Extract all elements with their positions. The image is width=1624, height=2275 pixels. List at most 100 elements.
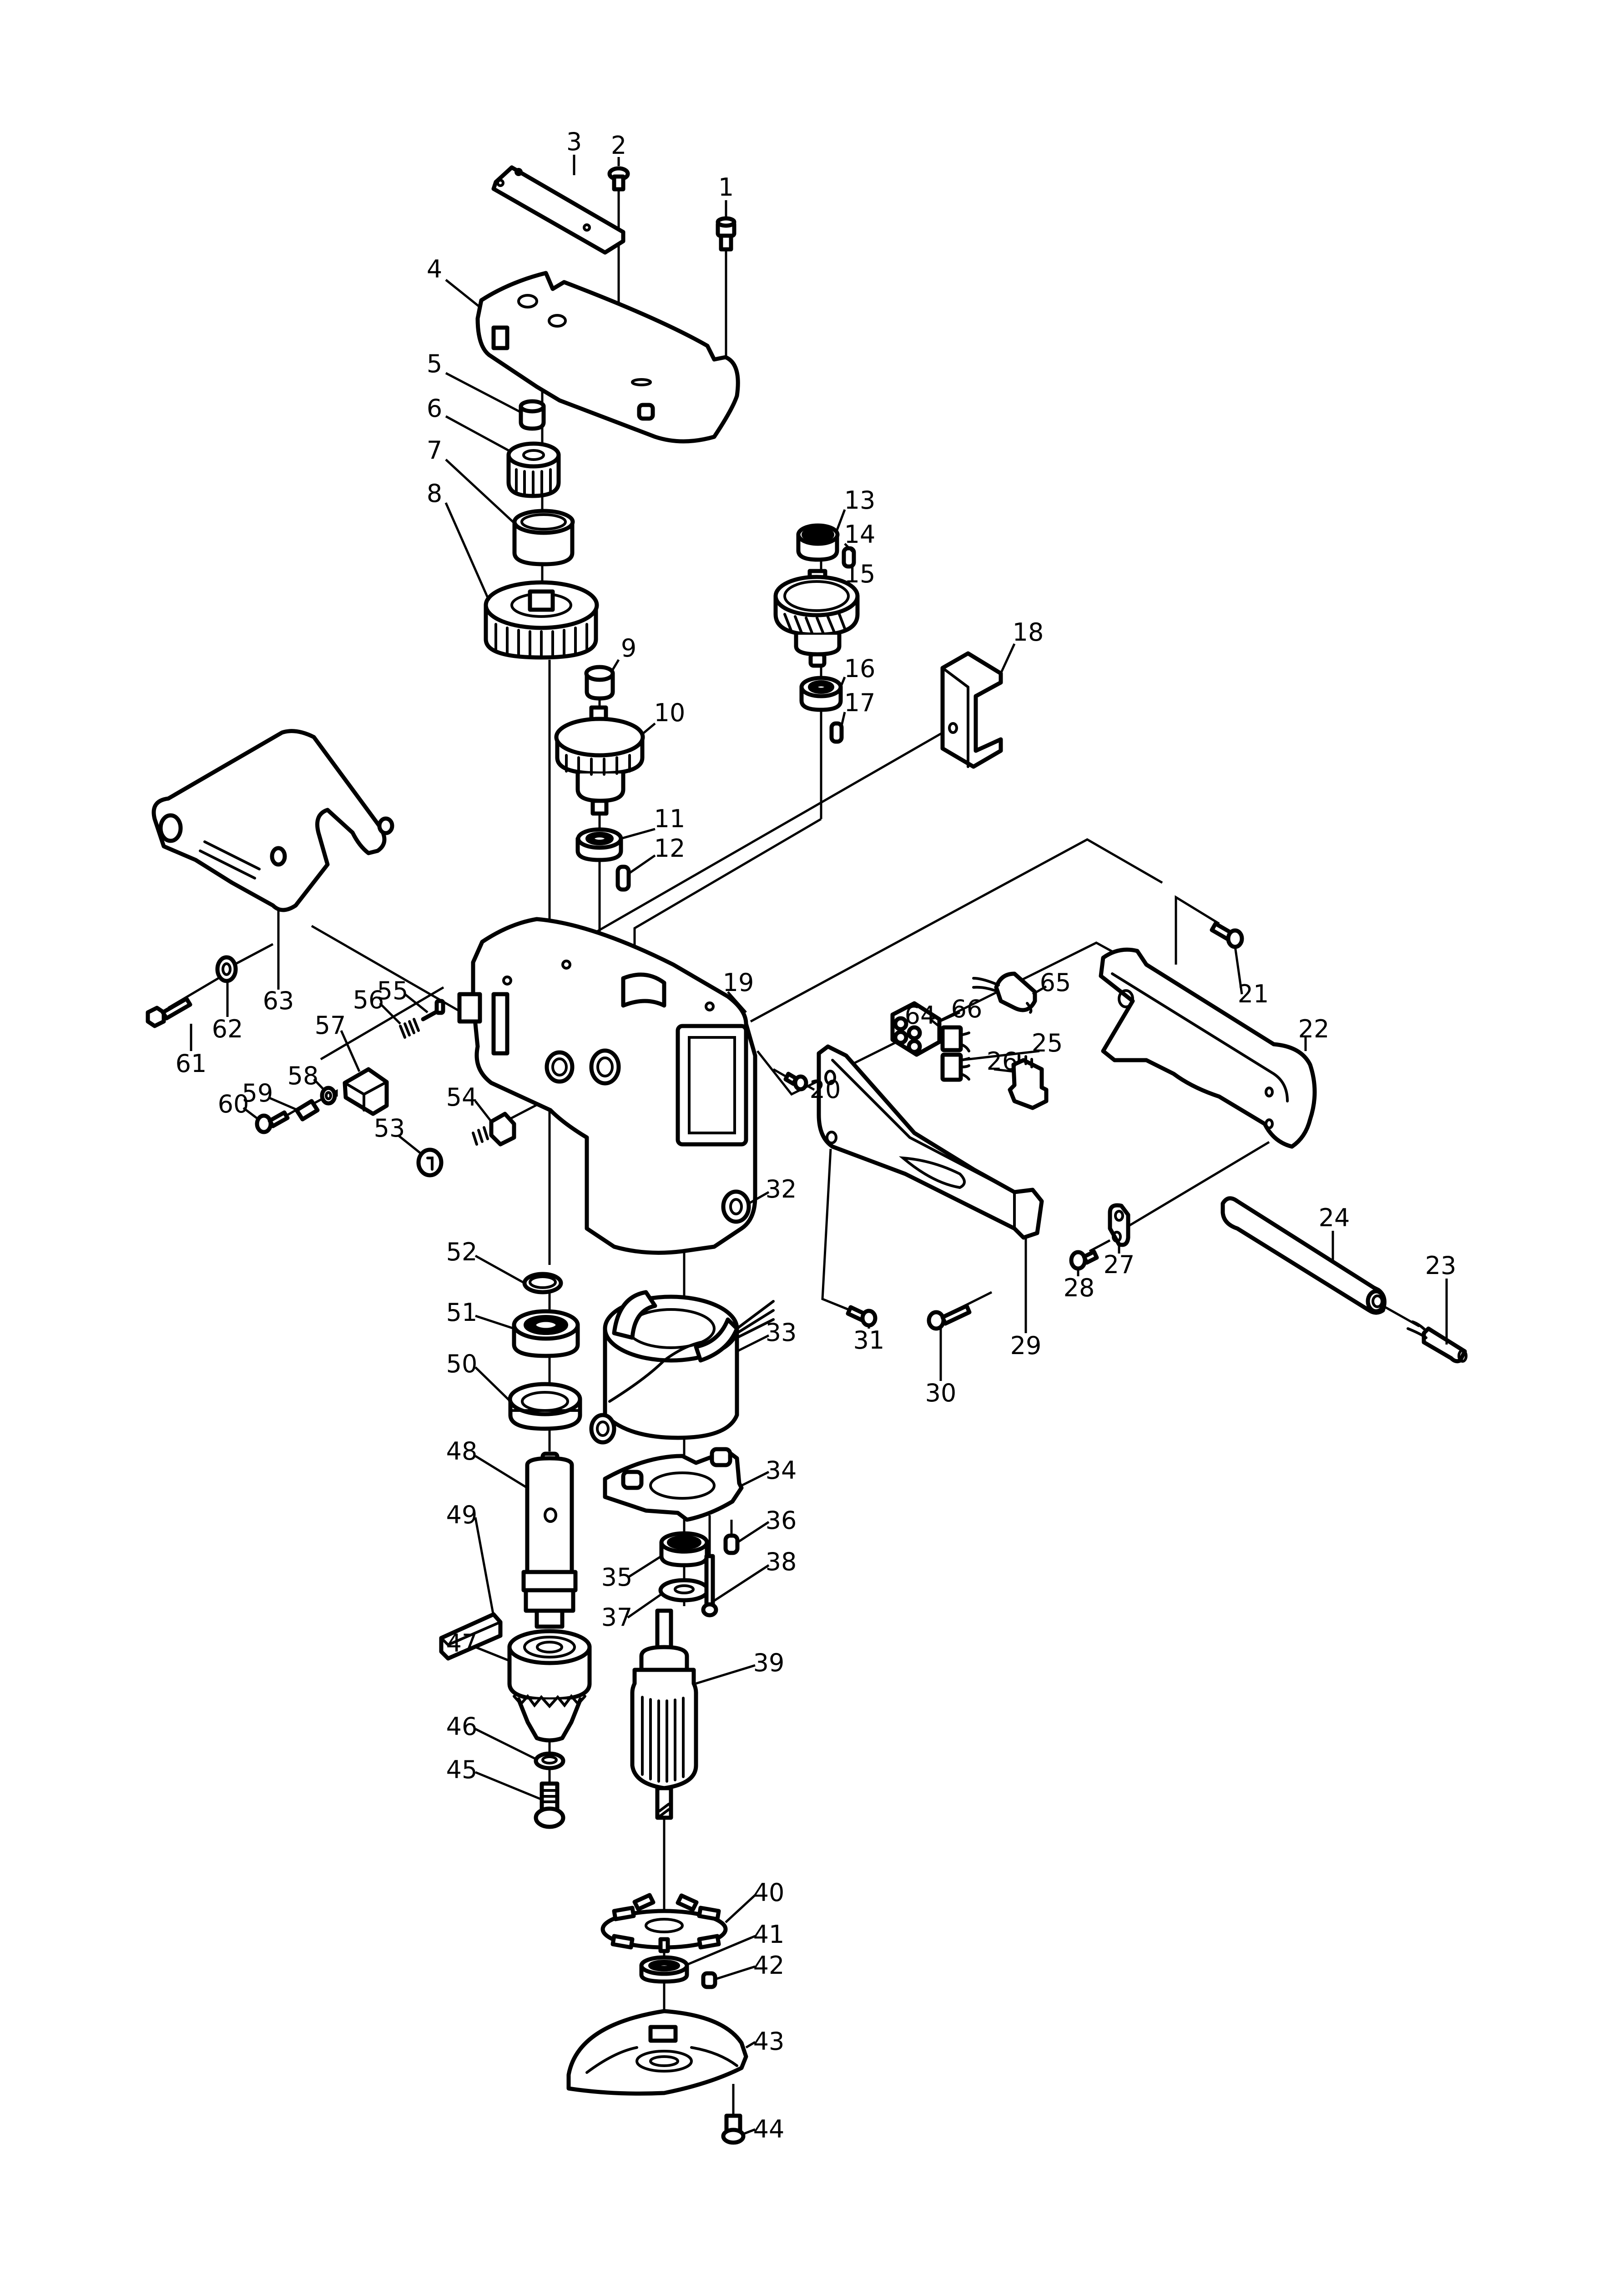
part-45-screw-shape (534, 1781, 565, 1829)
callout-34: 34 (765, 1456, 797, 1485)
part-37-washer-shape (658, 1578, 710, 1603)
callout-13: 13 (844, 486, 876, 515)
callout-leaders (190, 155, 1448, 2135)
part-5-needle-bearing-shape (519, 399, 546, 431)
part-7-sleeve-shape (512, 509, 575, 566)
callout-62: 62 (212, 1015, 243, 1043)
part-48-spindle-shape (521, 1451, 578, 1629)
callout-38: 38 (765, 1547, 797, 1576)
callout-29: 29 (1010, 1331, 1042, 1360)
part-27-cord-clamp-shape (1108, 1203, 1130, 1247)
part-61-bolt-shape (146, 996, 192, 1028)
part-15-helical-gear-shape (773, 569, 860, 668)
callout-26: 26 (986, 1047, 1018, 1076)
callout-8: 8 (426, 479, 443, 508)
callout-4: 4 (426, 255, 443, 283)
part-23-cord-shape (1407, 1320, 1468, 1364)
callout-23: 23 (1425, 1251, 1457, 1280)
part-66-terminal-block-shape (890, 1001, 942, 1057)
callout-63: 63 (262, 986, 294, 1015)
part-33-field-shape (603, 1290, 775, 1440)
part-34-baffle-shape (603, 1447, 744, 1522)
part-11-bearing-shape (575, 827, 623, 862)
part-60-screw-shape (255, 1110, 290, 1134)
callout-7: 7 (426, 436, 443, 465)
part-1-bolt-shape (716, 216, 736, 252)
callout-12: 12 (654, 834, 686, 863)
part-18-bracket-shape (940, 651, 1003, 769)
part-47-chuck-shape (507, 1629, 592, 1743)
part-38-screw-shape (701, 1554, 718, 1618)
part-4-cover-shape (475, 271, 740, 444)
callout-48: 48 (446, 1437, 478, 1466)
callout-22: 22 (1298, 1015, 1330, 1043)
part-20-screw-shape (783, 1072, 808, 1092)
callout-50: 50 (446, 1350, 478, 1378)
part-33-star-washer-shape (589, 1413, 616, 1445)
callout-14: 14 (844, 520, 876, 549)
callout-53: 53 (373, 1114, 405, 1143)
part-36-pin-shape (723, 1533, 740, 1555)
callout-51: 51 (446, 1298, 478, 1327)
callout-37: 37 (601, 1603, 633, 1632)
callout-32: 32 (765, 1175, 797, 1203)
callout-39: 39 (753, 1648, 785, 1677)
callout-21: 21 (1237, 980, 1269, 1008)
callout-16: 16 (844, 654, 876, 683)
part-51-bearing-shape (512, 1309, 580, 1358)
part-65-capacitor-shape (972, 971, 1037, 1014)
part-42-pin-shape (701, 1971, 717, 1989)
callout-36: 36 (765, 1506, 797, 1535)
part-8-large-gear-shape (484, 580, 599, 660)
part-17-pin-shape (829, 721, 844, 744)
callout-5: 5 (426, 349, 443, 378)
part-29-handle-cover-shape (817, 1044, 1044, 1240)
callout-59: 59 (242, 1079, 273, 1107)
part-46-washer-shape (534, 1751, 565, 1770)
part-19-gear-housing-shape (457, 917, 757, 1255)
part-59-sleeve-shape (294, 1099, 320, 1122)
callout-58: 58 (287, 1062, 319, 1090)
callout-52: 52 (446, 1238, 478, 1266)
part-63-side-handle-shape (151, 729, 394, 912)
callout-65: 65 (1039, 968, 1071, 997)
part-53-brush-cap-shape (416, 1148, 444, 1178)
part-54-brush-shape (472, 1112, 516, 1147)
part-25-suppressor-shape (940, 1052, 970, 1082)
callout-24: 24 (1318, 1203, 1350, 1232)
part-12-pin-shape (615, 864, 631, 892)
callout-55: 55 (377, 976, 409, 1005)
part-22-handle-shape (1099, 947, 1317, 1149)
part-6-spur-gear-shape (506, 441, 561, 498)
callout-40: 40 (753, 1878, 785, 1907)
part-3-name-plate-shape (491, 165, 625, 255)
assembly-axis-lines (167, 187, 1420, 2116)
callout-43: 43 (753, 2027, 785, 2056)
callout-64: 64 (904, 1001, 936, 1030)
callout-45: 45 (446, 1755, 478, 1784)
parts-illustrations (146, 165, 1468, 2145)
callout-54: 54 (446, 1083, 478, 1112)
callout-6: 6 (426, 394, 443, 423)
part-39-armature-shape (630, 1608, 698, 1820)
part-21-screw-shape (1210, 921, 1244, 949)
callout-46: 46 (446, 1712, 478, 1741)
callout-66: 66 (951, 995, 983, 1023)
callout-57: 57 (314, 1011, 346, 1040)
callout-31: 31 (853, 1326, 885, 1355)
part-2-rivet-shape (607, 166, 630, 192)
part-50-retainer-shape (508, 1382, 582, 1431)
callout-3: 3 (566, 127, 582, 156)
part-52-ring-shape (522, 1272, 563, 1294)
part-32-washer-shape (721, 1189, 751, 1224)
callout-19: 19 (722, 968, 754, 997)
part-10-gear-shape (554, 705, 645, 816)
part-35-needle-bearing-shape (659, 1531, 709, 1567)
part-9-needle-bearing-shape (584, 665, 615, 701)
callout-27: 27 (1103, 1250, 1135, 1279)
callout-44: 44 (753, 2115, 785, 2144)
callout-20: 20 (809, 1075, 841, 1104)
part-30-screw-shape (927, 1304, 972, 1331)
callout-1: 1 (718, 173, 734, 202)
